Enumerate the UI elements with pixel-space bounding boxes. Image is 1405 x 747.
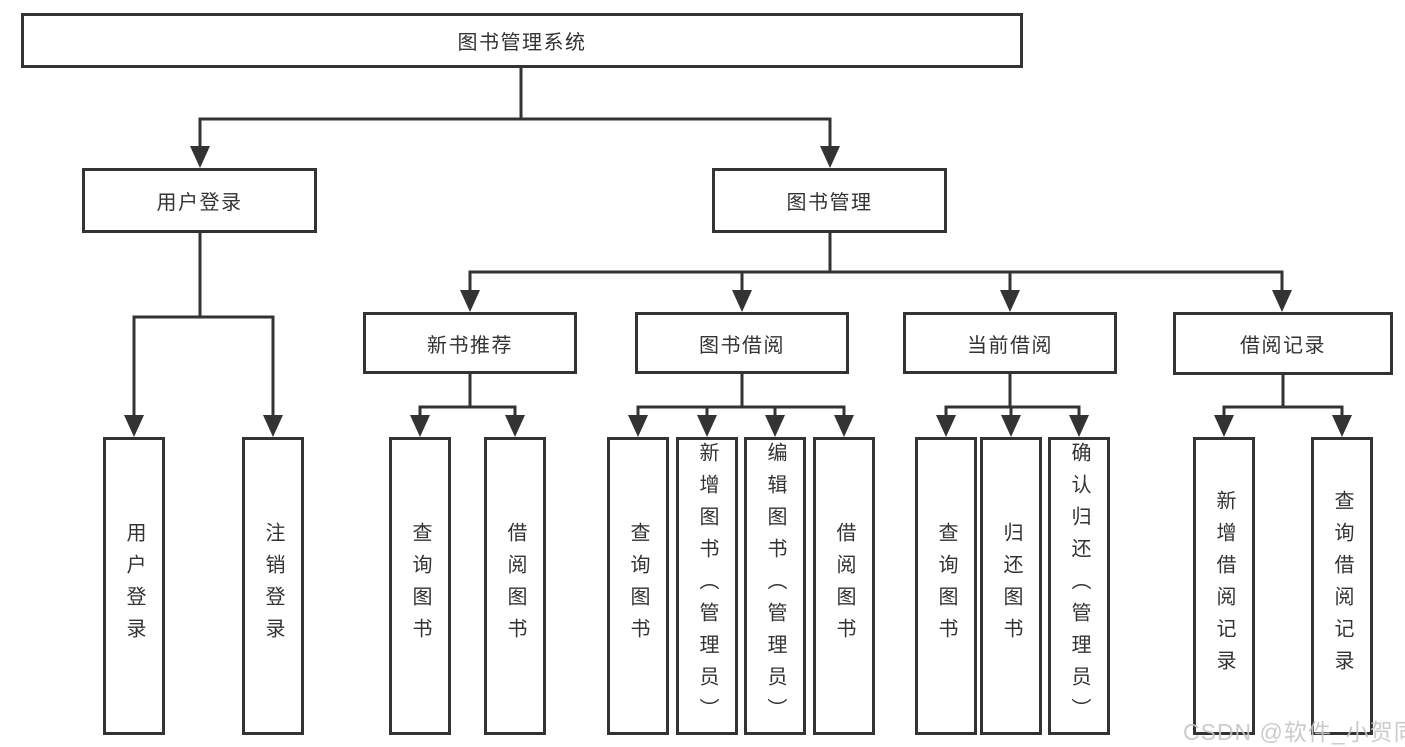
arrowhead [263, 415, 283, 437]
arrowhead [124, 415, 144, 437]
node-label: 用户登录 [156, 192, 243, 214]
leaf-label: 新增图书（管理员） [696, 442, 718, 730]
arrowhead [505, 415, 525, 437]
node-current-borrowing: 当前借阅 [903, 312, 1117, 374]
leaf-label: 查询图书 [935, 522, 957, 650]
leaf-label: 借阅图书 [504, 522, 526, 650]
leaf-current-return-books: 归还图书 [980, 437, 1042, 735]
leaf-user-login: 用户登录 [103, 437, 165, 735]
connector-newbook-to-leaves [410, 374, 525, 437]
node-label: 新书推荐 [427, 334, 513, 357]
node-label: 图书管理 [786, 192, 873, 214]
node-borrowing-records: 借阅记录 [1173, 312, 1393, 375]
arrowhead [410, 415, 430, 437]
leaf-newbook-borrow-books: 借阅图书 [484, 437, 546, 735]
leaf-label: 查询借阅记录 [1331, 490, 1353, 682]
leaf-label: 归还图书 [1000, 522, 1022, 650]
arrowhead [1214, 415, 1234, 437]
node-new-book-recommend: 新书推荐 [363, 312, 577, 374]
arrowhead [190, 146, 210, 168]
arrowhead [1000, 290, 1020, 312]
connector-mgmt-to-level3 [460, 233, 1292, 312]
arrowhead [628, 415, 648, 437]
connector-current-to-leaves [936, 374, 1089, 437]
leaf-label: 编辑图书（管理员） [764, 442, 786, 730]
arrowhead [1332, 415, 1352, 437]
leaf-newbook-query-books: 查询图书 [389, 437, 451, 735]
node-label: 图书管理系统 [457, 32, 587, 54]
node-library-management-system: 图书管理系统 [21, 13, 1023, 68]
leaf-records-add-borrow-record: 新增借阅记录 [1193, 437, 1255, 735]
arrowhead [820, 146, 840, 168]
leaf-label: 查询图书 [627, 522, 649, 650]
leaf-records-query-borrow-record: 查询借阅记录 [1311, 437, 1373, 735]
arrowhead [765, 415, 785, 437]
connector-root-to-level2 [190, 68, 840, 168]
node-book-management: 图书管理 [712, 168, 947, 233]
node-label: 图书借阅 [699, 334, 785, 357]
leaf-label: 借阅图书 [833, 522, 855, 650]
node-label: 借阅记录 [1240, 335, 1326, 357]
leaf-borrow-edit-books-admin: 编辑图书（管理员） [744, 437, 806, 735]
node-label: 当前借阅 [967, 334, 1053, 357]
leaf-borrow-add-books-admin: 新增图书（管理员） [676, 437, 738, 735]
arrowhead [1272, 290, 1292, 312]
arrowhead [936, 415, 956, 437]
arrowhead [732, 290, 752, 312]
csdn-watermark: CSDN @软件_小贺同学 [1183, 719, 1405, 745]
leaf-label: 确认归还（管理员） [1068, 442, 1090, 730]
leaf-label: 注销登录 [262, 522, 284, 650]
leaf-borrow-query-books: 查询图书 [607, 437, 669, 735]
leaf-current-query-books: 查询图书 [915, 437, 977, 735]
arrowhead [1001, 415, 1021, 437]
leaf-label: 查询图书 [409, 522, 431, 650]
arrowhead [460, 290, 480, 312]
connector-records-to-leaves [1214, 374, 1352, 437]
connector-borrow-to-leaves [628, 374, 854, 437]
leaf-label: 新增借阅记录 [1213, 490, 1235, 682]
leaf-label: 用户登录 [123, 522, 145, 650]
arrowhead [1069, 415, 1089, 437]
node-user-login: 用户登录 [82, 168, 317, 233]
leaf-borrow-borrow-books: 借阅图书 [813, 437, 875, 735]
connector-login-to-leaves [124, 233, 283, 437]
leaf-current-confirm-return-admin: 确认归还（管理员） [1048, 437, 1110, 735]
arrowhead [697, 415, 717, 437]
node-book-borrowing: 图书借阅 [635, 312, 849, 374]
arrowhead [834, 415, 854, 437]
leaf-logout: 注销登录 [242, 437, 304, 735]
